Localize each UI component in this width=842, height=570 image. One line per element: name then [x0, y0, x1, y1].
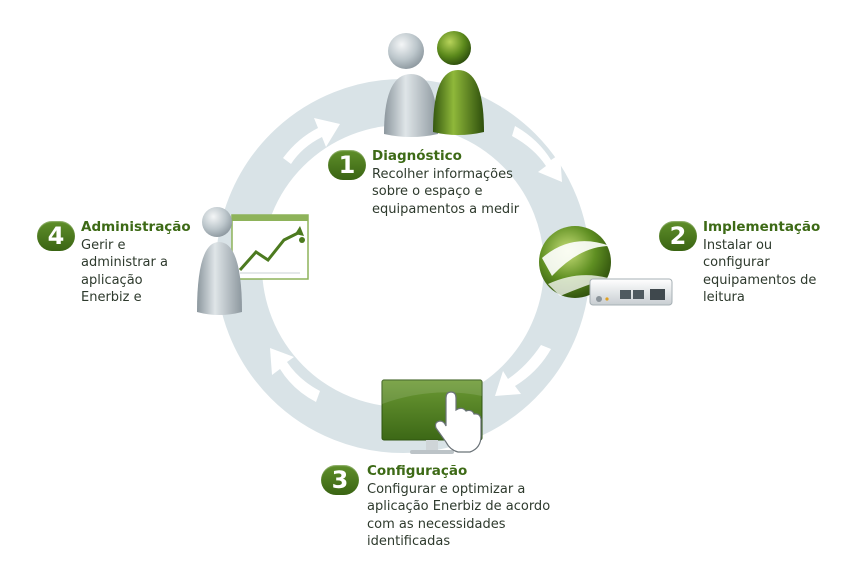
step-configuracao: 3 Configuração Configurar e optimizar a … — [321, 463, 550, 551]
user-chart-icon — [197, 207, 309, 315]
step-title: Configuração — [367, 463, 468, 479]
arrow-bottom-right-icon — [495, 345, 551, 396]
monitor-click-icon — [381, 379, 483, 454]
step-description: Gerir e administrar a aplicação Enerbiz … — [81, 237, 168, 306]
step-number-badge: 4 — [37, 221, 75, 251]
step-number-badge: 3 — [321, 465, 359, 495]
pointer-hand-icon — [434, 391, 482, 453]
step-implementacao: 2 Implementação Instalar ou configurar e… — [659, 219, 820, 307]
step-diagnostico: 1 Diagnóstico Recolher informações sobre… — [328, 148, 519, 218]
two-users-icon — [384, 31, 484, 137]
step-description: Instalar ou configurar equipamentos de l… — [703, 237, 817, 306]
meter-device-icon — [539, 226, 673, 306]
cycle-arrows — [270, 118, 562, 402]
step-description: Configurar e optimizar a aplicação Enerb… — [367, 481, 551, 550]
arrow-top-right-icon — [512, 126, 562, 182]
arrow-top-left-icon — [283, 118, 340, 164]
step-number-badge: 1 — [328, 150, 366, 180]
step-title: Administração — [81, 219, 191, 235]
arrow-bottom-left-icon — [270, 348, 320, 402]
step-number-badge: 2 — [659, 221, 697, 251]
step-administracao: 4 Administração Gerir e administrar a ap… — [37, 219, 191, 307]
step-title: Diagnóstico — [372, 148, 462, 164]
step-description: Recolher informações sobre o espaço e eq… — [372, 166, 520, 217]
step-title: Implementação — [703, 219, 821, 235]
